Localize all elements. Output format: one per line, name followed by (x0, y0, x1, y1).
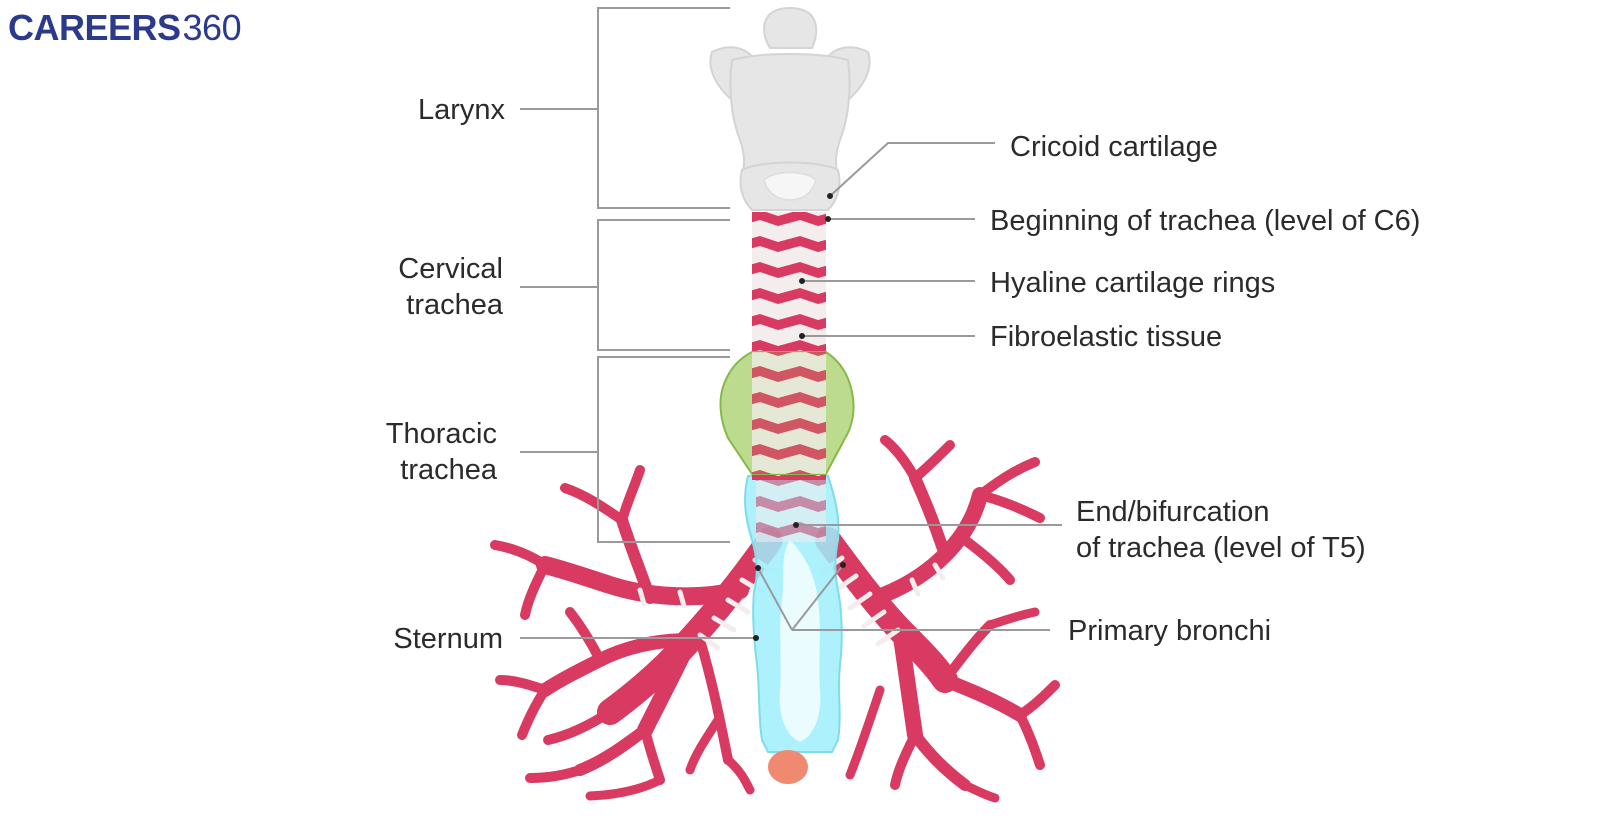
label-sternum: Sternum (393, 623, 503, 655)
logo-number: 360 (182, 7, 242, 48)
xiphoid-process (768, 750, 808, 784)
cricoid-leader (829, 142, 995, 197)
sternum-inner (779, 540, 821, 742)
label-hyaline: Hyaline cartilage rings (990, 267, 1275, 299)
label-cricoid: Cricoid cartilage (1010, 131, 1218, 163)
larynx-bracket (597, 7, 730, 209)
label-thoracic-line2: trachea (400, 454, 498, 486)
label-primary-bronchi: Primary bronchi (1068, 615, 1271, 647)
bronchi-dot-left (755, 565, 761, 571)
trachea-lower-tube (756, 480, 826, 542)
right-leaders (757, 142, 1062, 631)
bifurcation-dot (793, 522, 799, 528)
beginning-dot (825, 216, 831, 222)
thoracic-bracket (597, 356, 730, 543)
left-bronchial-tree (490, 465, 783, 801)
logo-brand: CAREERS (8, 7, 181, 48)
label-end-line2: of trachea (level of T5) (1076, 532, 1366, 564)
larynx-shape (709, 7, 871, 211)
leader-dots (753, 193, 846, 641)
bronchi-dot-right (840, 562, 846, 568)
sternum-dot (753, 635, 759, 641)
label-beginning: Beginning of trachea (level of C6) (990, 205, 1420, 237)
bronchi-leader-left (757, 567, 793, 631)
fibroelastic-dot (799, 333, 805, 339)
left-labels: Larynx Cervical trachea Thoracic trachea… (386, 94, 506, 655)
careers360-logo: CAREERS360 (8, 6, 242, 50)
label-larynx: Larynx (418, 94, 506, 126)
left-brackets (520, 7, 756, 639)
right-bronchial-tree (815, 435, 1060, 803)
thymus-trachea-band (752, 352, 826, 474)
label-cervical-line2: trachea (406, 289, 504, 321)
larynx-shading (763, 171, 817, 201)
bronchi-leader-right (791, 564, 844, 631)
label-thoracic-line1: Thoracic (386, 418, 497, 450)
label-end-line1: End/bifurcation (1076, 496, 1269, 528)
cricoid-dot (827, 193, 833, 199)
cervical-bracket (597, 219, 730, 351)
label-cervical-line1: Cervical (398, 253, 503, 285)
right-labels: Cricoid cartilage Beginning of trachea (… (990, 131, 1420, 647)
label-fibroelastic: Fibroelastic tissue (990, 321, 1222, 353)
hyaline-dot (799, 278, 805, 284)
